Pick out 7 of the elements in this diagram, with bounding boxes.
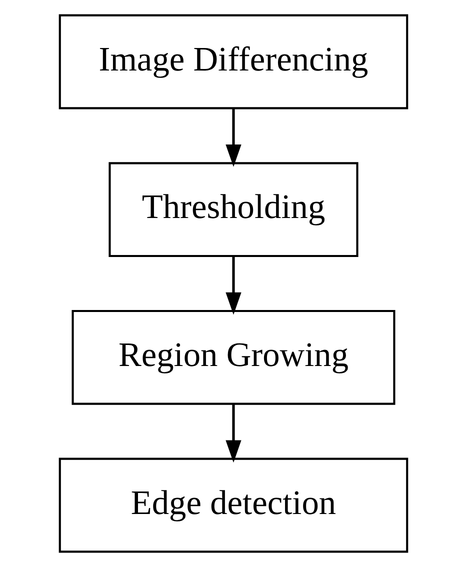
arrow <box>226 256 242 315</box>
node-box: Thresholding <box>108 162 358 258</box>
node-box: Edge detection <box>58 458 408 553</box>
node-box: Image Differencing <box>58 14 408 110</box>
arrow <box>226 108 242 167</box>
arrow <box>226 404 242 463</box>
node-box: Region Growing <box>72 310 396 405</box>
